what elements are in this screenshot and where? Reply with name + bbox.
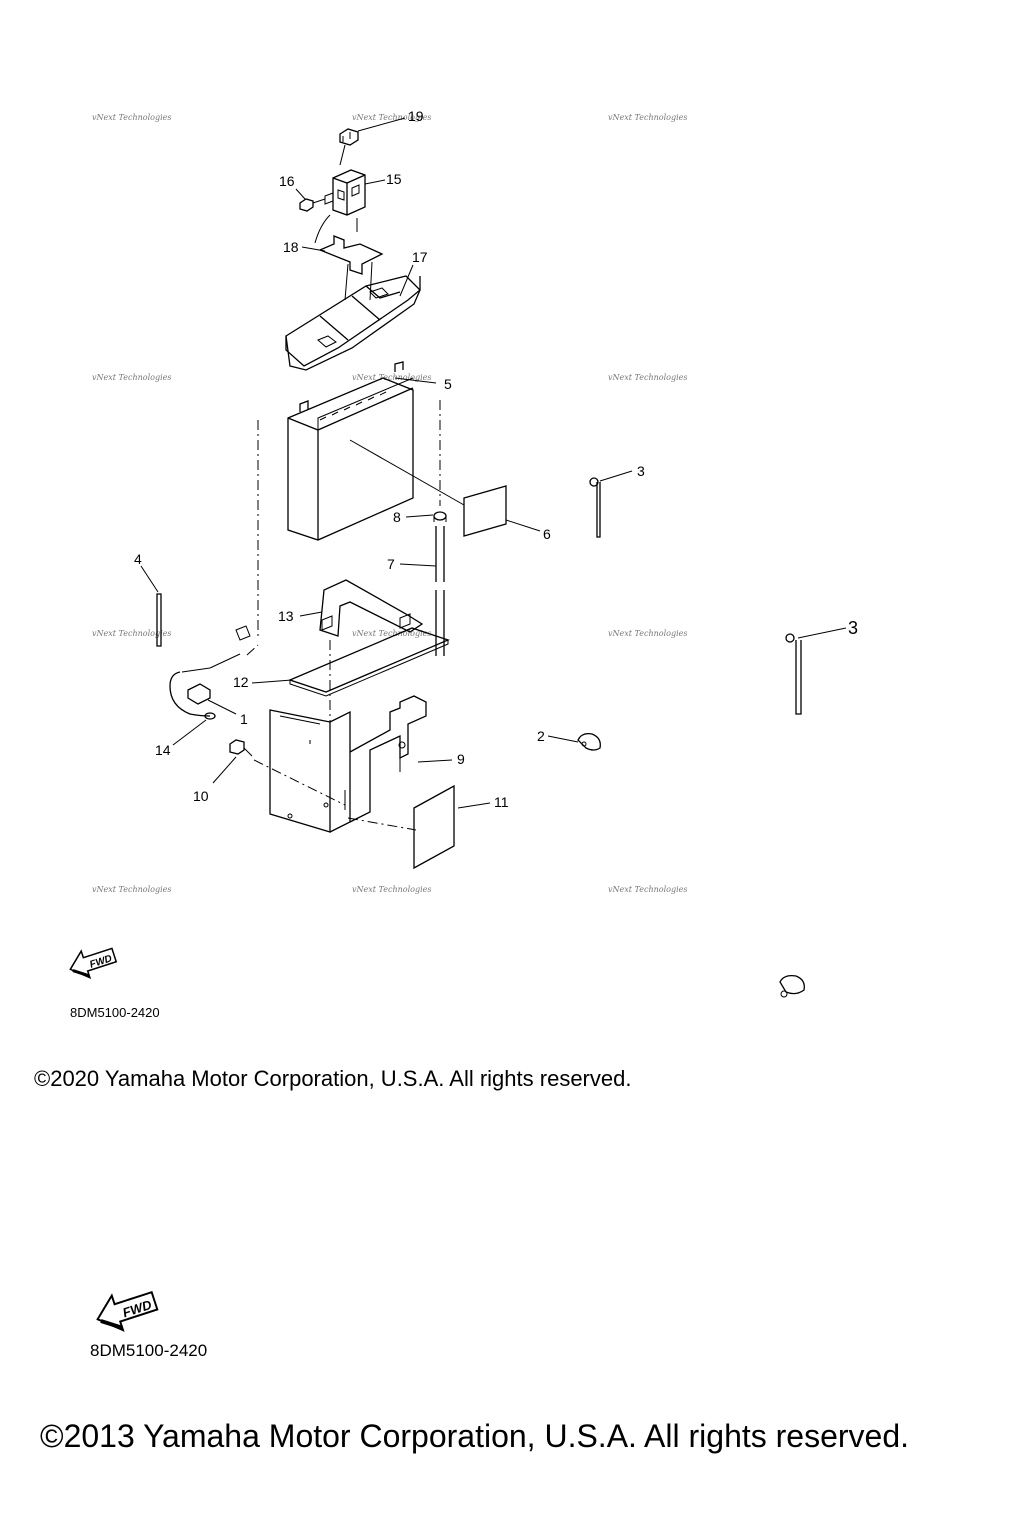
- callout-5: 5: [444, 376, 452, 392]
- callout-8: 8: [393, 509, 401, 525]
- part-13-strap: [299, 579, 424, 637]
- part-2-clip: [547, 732, 601, 751]
- callout-19: 19: [408, 108, 424, 124]
- copyright-2013: ©2013 Yamaha Motor Corporation, U.S.A. A…: [40, 1418, 910, 1454]
- watermark: vNext Technologies: [352, 885, 431, 894]
- watermark: vNext Technologies: [92, 113, 171, 122]
- callout-13: 13: [278, 608, 294, 624]
- watermark: vNext Technologies: [608, 113, 687, 122]
- part-12-mat: [251, 627, 450, 697]
- callout-12: 12: [233, 674, 249, 690]
- watermark: vNext Technologies: [352, 629, 431, 638]
- part-16-bolt: [295, 188, 326, 212]
- part-5-battery: [287, 361, 437, 541]
- part-19-clip: [339, 117, 406, 146]
- callout-16: 16: [279, 173, 295, 189]
- callout-18: 18: [283, 239, 299, 255]
- callout-9: 9: [457, 751, 465, 767]
- callout-1: 1: [240, 711, 248, 727]
- side-part-2-clip: [779, 974, 805, 998]
- fwd-arrow-icon: FWD: [96, 1290, 159, 1332]
- part-10-bolt: [212, 739, 346, 806]
- watermark: vNext Technologies: [352, 373, 431, 382]
- callout-11: 11: [494, 794, 509, 810]
- part-9-battery-box: [269, 695, 453, 833]
- watermarks: vNext Technologies vNext Technologies vN…: [92, 113, 687, 894]
- part-4-band: [140, 565, 162, 647]
- watermark: vNext Technologies: [92, 629, 171, 638]
- watermark: vNext Technologies: [92, 885, 171, 894]
- callout-3: 3: [637, 463, 645, 479]
- fwd-arrow-icon: FWD: [69, 947, 118, 980]
- callout-labels: 1 2 3 4 5 6 7 8 9 10 11 12 13 14 15 16 1…: [134, 108, 858, 810]
- part-6-label: [349, 439, 541, 537]
- part-1-terminal: [187, 683, 237, 715]
- watermark: vNext Technologies: [608, 629, 687, 638]
- part-14-lead: [169, 625, 251, 746]
- callout-10: 10: [193, 788, 209, 804]
- callout-14: 14: [155, 742, 171, 758]
- watermark: vNext Technologies: [608, 885, 687, 894]
- callout-6: 6: [543, 526, 551, 542]
- watermark: vNext Technologies: [608, 373, 687, 382]
- copyright-2020: ©2020 Yamaha Motor Corporation, U.S.A. A…: [34, 1066, 632, 1091]
- callout-7: 7: [387, 556, 395, 572]
- part-18-bracket: [301, 218, 384, 275]
- part-code: 8DM5100-2420: [70, 1005, 160, 1020]
- side-callout-3: 3: [848, 618, 858, 638]
- callout-15: 15: [386, 171, 402, 187]
- side-part-3-band: [785, 627, 847, 715]
- callout-17: 17: [412, 249, 428, 265]
- callout-4: 4: [134, 551, 142, 567]
- part-code: 8DM5100-2420: [90, 1341, 208, 1360]
- watermark: vNext Technologies: [92, 373, 171, 382]
- part-15-fuse-box: [314, 169, 386, 244]
- part-8-joint: [405, 511, 447, 522]
- part-3-band: [589, 470, 633, 538]
- part-17-cover: [285, 264, 421, 371]
- part-11-plate: [347, 784, 491, 870]
- watermark: vNext Technologies: [352, 113, 431, 122]
- callout-2: 2: [537, 728, 545, 744]
